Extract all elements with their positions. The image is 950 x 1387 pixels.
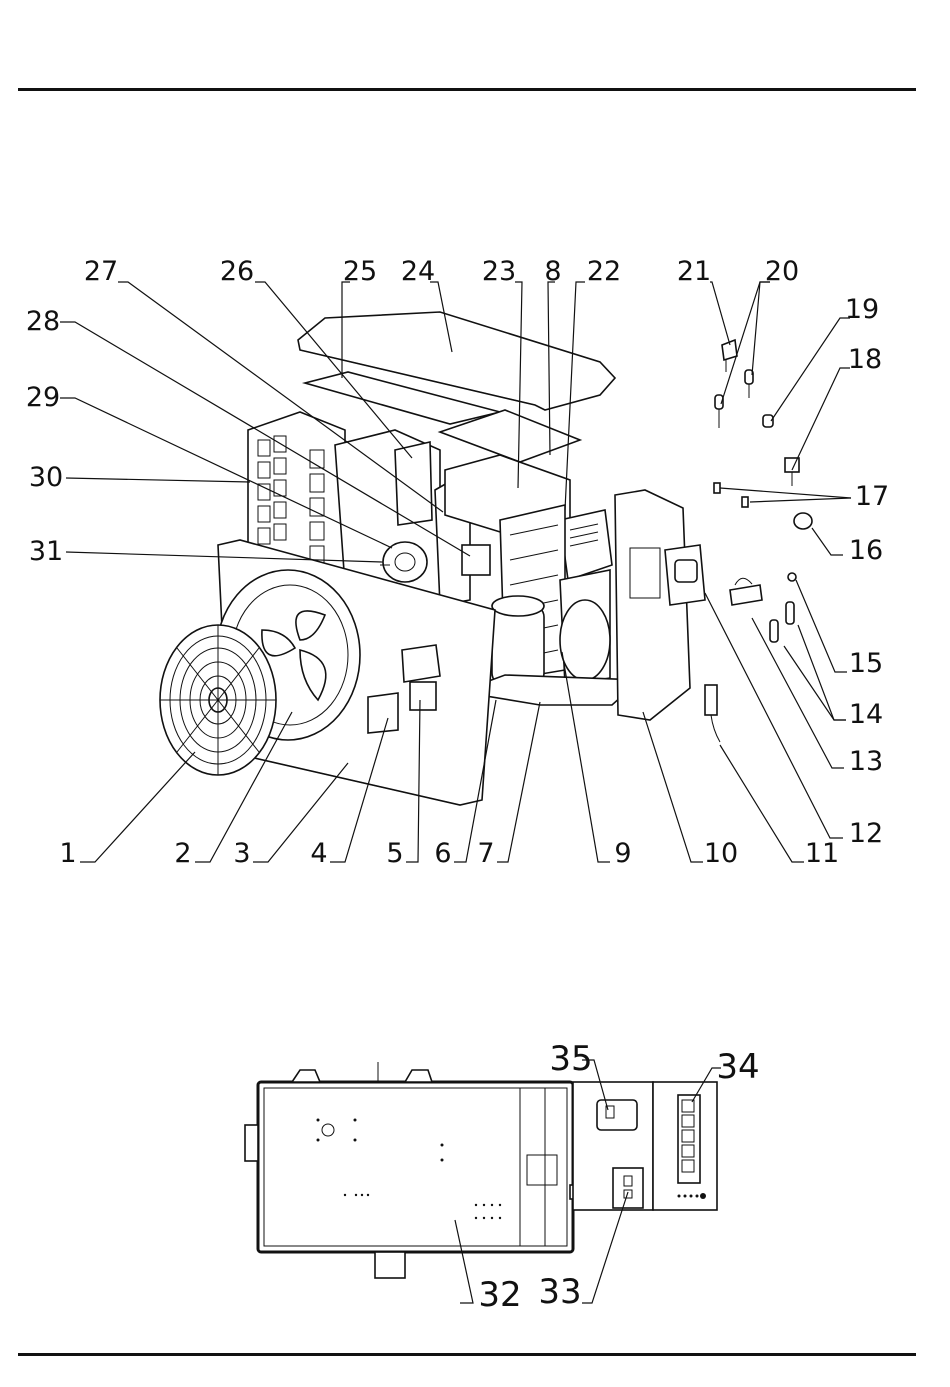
callout-9: 9 [614,838,631,869]
callout-34: 34 [716,1047,759,1087]
callout-24: 24 [401,256,435,287]
callout-27: 27 [84,256,118,287]
callout-30: 30 [29,462,63,493]
chassis-plate [245,1062,578,1278]
callout-32: 32 [478,1275,521,1315]
callout-16: 16 [849,535,883,566]
callout-31: 31 [29,536,63,567]
callout-18: 18 [848,344,882,375]
electrical-board-plate [573,1082,653,1210]
callout-33: 33 [538,1272,581,1312]
callout-12: 12 [849,818,883,849]
callout-7: 7 [477,838,494,869]
terminal-block-plate [653,1082,717,1210]
callout-23: 23 [482,256,516,287]
right-side-panel [615,490,690,720]
callout-14: 14 [849,699,883,730]
pipe-fittings [730,578,794,642]
heat-exchanger [560,570,610,685]
callout-21: 21 [677,256,711,287]
callout-10: 10 [704,838,738,869]
callout-19: 19 [845,294,879,325]
callout-15: 15 [849,648,883,679]
callout-17: 17 [855,481,889,512]
callout-25: 25 [343,256,377,287]
callout-26: 26 [220,256,254,287]
callout-5: 5 [386,838,403,869]
callout-2: 2 [174,838,191,869]
callout-11: 11 [805,838,839,869]
callout-6: 6 [434,838,451,869]
callout-4: 4 [310,838,327,869]
sensors-switches [714,340,812,581]
compressor [492,596,544,685]
top-cover [298,312,615,410]
power-cable [705,685,720,742]
callout-35: 35 [549,1039,592,1079]
callout-28: 28 [26,306,60,337]
fan-guard [160,625,276,775]
control-panel-drawing [245,1062,717,1278]
callout-3: 3 [233,838,250,869]
callout-1: 1 [59,838,76,869]
callout-22: 22 [587,256,621,287]
base-tray [478,675,640,705]
water-connection [665,545,705,605]
callout-8: 8 [544,256,561,287]
callout-29: 29 [26,382,60,413]
callout-13: 13 [849,746,883,777]
callout-20: 20 [765,256,799,287]
